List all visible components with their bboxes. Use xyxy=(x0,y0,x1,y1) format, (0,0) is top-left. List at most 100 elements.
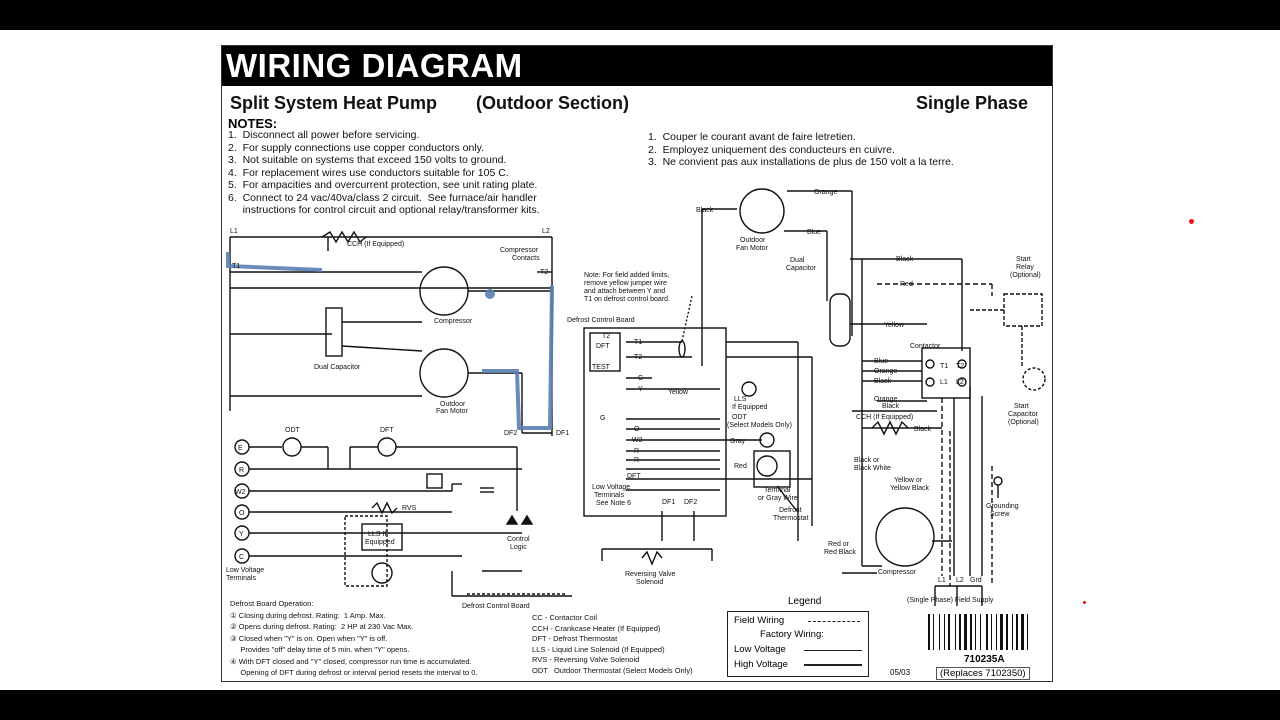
abbreviation-item: LLS - Liquid Line Solenoid (If Equipped) xyxy=(532,644,665,654)
defrost-operation-item: ① Closing during defrost. Rating: 1 Amp.… xyxy=(230,610,386,620)
barcode-bar xyxy=(1006,614,1008,650)
svg-text:Black: Black xyxy=(914,426,932,433)
legend-low-line xyxy=(804,650,862,651)
barcode-bar xyxy=(980,614,981,650)
label-t1: T1 xyxy=(232,263,240,270)
label-compressor-contacts: Compressor xyxy=(500,247,539,254)
svg-text:G: G xyxy=(600,415,605,422)
diagram-title: WIRING DIAGRAM xyxy=(226,47,523,84)
notes-heading: NOTES: xyxy=(228,116,278,131)
svg-text:Yellow or: Yellow or xyxy=(894,477,923,484)
label-defrost-board: Defrost Control Board xyxy=(567,317,635,324)
defrost-operation: Defrost Board Operation: ① Closing durin… xyxy=(230,599,478,677)
label-field-supply: (Single Phase) Field Supply xyxy=(907,597,994,604)
svg-text:LLS If: LLS If xyxy=(368,531,386,538)
barcode-bar xyxy=(939,614,940,650)
barcode-bar xyxy=(1012,614,1013,650)
svg-text:W2: W2 xyxy=(632,437,643,444)
svg-text:(Optional): (Optional) xyxy=(1010,272,1041,279)
revision-date: 05/03 xyxy=(890,668,911,677)
replaces-number: (Replaces 7102350) xyxy=(936,667,1030,680)
svg-text:DFT: DFT xyxy=(627,473,641,480)
label-contactor: Contactor xyxy=(910,343,941,350)
note-item: 5. For ampacities and overcurrent protec… xyxy=(228,179,538,191)
svg-text:ODT: ODT xyxy=(732,414,748,421)
svg-text:If Equipped: If Equipped xyxy=(732,404,768,411)
svg-text:Black or: Black or xyxy=(854,457,880,464)
svg-text:Orange: Orange xyxy=(874,368,897,375)
svg-text:T2: T2 xyxy=(634,354,642,361)
svg-text:Black: Black xyxy=(882,403,900,410)
svg-text:Fan Motor: Fan Motor xyxy=(736,245,769,252)
svg-text:Fan Motor: Fan Motor xyxy=(436,408,469,415)
svg-text:L2: L2 xyxy=(956,577,964,584)
svg-text:Capacitor: Capacitor xyxy=(786,265,817,272)
abbreviation-item: CC - Contactor Coil xyxy=(532,613,598,622)
svg-text:T2: T2 xyxy=(956,363,964,370)
svg-text:Start: Start xyxy=(1016,256,1031,263)
barcode-bar xyxy=(959,614,961,650)
label-l1: L1 xyxy=(230,228,238,235)
svg-text:Equipped: Equipped xyxy=(365,539,395,546)
svg-text:L2: L2 xyxy=(956,379,964,386)
note-item-fr: 3. Ne convient pas aux installations de … xyxy=(648,156,954,168)
svg-text:Orange: Orange xyxy=(814,189,837,196)
svg-text:Yellow Black: Yellow Black xyxy=(890,485,930,492)
red-marker xyxy=(1083,601,1086,604)
svg-text:Red: Red xyxy=(734,463,747,470)
barcode-bar xyxy=(1000,614,1003,650)
notes-english: 1. Disconnect all power before servicing… xyxy=(228,129,540,217)
svg-text:TEST: TEST xyxy=(592,364,611,371)
svg-text:Black: Black xyxy=(696,207,714,214)
svg-text:Red or: Red or xyxy=(828,541,850,548)
svg-text:E: E xyxy=(238,445,243,452)
svg-text:Reversing Valve: Reversing Valve xyxy=(625,571,676,578)
letterbox-bottom xyxy=(0,690,1280,720)
note-item: 1. Disconnect all power before servicing… xyxy=(228,129,420,141)
svg-text:W2: W2 xyxy=(235,489,246,496)
part-number: 710235A xyxy=(964,654,1005,665)
svg-text:Yellow: Yellow xyxy=(884,322,905,329)
defrost-operation-item: ④ With DFT closed and "Y" closed, compre… xyxy=(230,656,472,666)
svg-text:Contacts: Contacts xyxy=(512,255,540,262)
svg-text:remove yellow jumper wire: remove yellow jumper wire xyxy=(584,280,667,287)
svg-text:Outdoor: Outdoor xyxy=(740,237,766,244)
legend-title: Legend xyxy=(788,596,822,607)
schematic: L1 L2 T1 T2 CCH (If Equipped) Compressor… xyxy=(226,188,1046,610)
barcode-bar xyxy=(986,614,988,650)
legend-high-line xyxy=(804,664,862,666)
note-item: 6. Connect to 24 vac/40va/class 2 circui… xyxy=(228,191,537,204)
svg-text:Y: Y xyxy=(239,531,244,538)
notes-french: 1. Couper le courant avant de faire letr… xyxy=(648,131,954,169)
subtitle-system: Split System Heat Pump xyxy=(230,93,438,113)
letterbox-top xyxy=(0,0,1280,30)
svg-text:Start: Start xyxy=(1014,403,1029,410)
title-bar: WIRING DIAGRAM xyxy=(222,46,1052,86)
label-rvs: RVS xyxy=(402,505,417,512)
svg-text:Blue: Blue xyxy=(807,229,821,236)
svg-text:Logic: Logic xyxy=(510,544,527,551)
abbreviation-item: RVS - Reversing Valve Solenoid xyxy=(532,655,640,664)
defrost-operation-item: Provides "off" delay time of 5 min. when… xyxy=(230,645,410,654)
svg-text:Black: Black xyxy=(874,378,892,385)
subtitle-section: (Outdoor Section) xyxy=(476,93,629,113)
label-df1: DF1 xyxy=(556,430,569,437)
svg-text:Red Black: Red Black xyxy=(824,549,856,556)
svg-text:or Gray Wire: or Gray Wire xyxy=(758,495,798,502)
barcode-bar xyxy=(1027,614,1028,650)
svg-text:Solenoid: Solenoid xyxy=(636,579,663,586)
label-cch-right: CCH (If Equipped) xyxy=(856,414,913,421)
svg-text:Black: Black xyxy=(896,256,914,263)
svg-text:Black White: Black White xyxy=(854,465,891,472)
svg-text:T1 on defrost control board.: T1 on defrost control board. xyxy=(584,296,670,303)
svg-text:Terminals: Terminals xyxy=(226,575,256,582)
defrost-operation-item: ③ Closed when "Y" is on. Open when "Y" i… xyxy=(230,633,388,643)
barcode-bar xyxy=(975,614,976,650)
note-item: 3. Not suitable on systems that exceed 1… xyxy=(228,154,507,166)
barcode-bar xyxy=(996,614,997,650)
barcode-bar xyxy=(955,614,956,650)
svg-text:C: C xyxy=(239,554,244,561)
svg-text:C: C xyxy=(638,375,643,382)
label-odt: ODT xyxy=(285,427,301,434)
svg-text:Terminals: Terminals xyxy=(594,492,624,499)
